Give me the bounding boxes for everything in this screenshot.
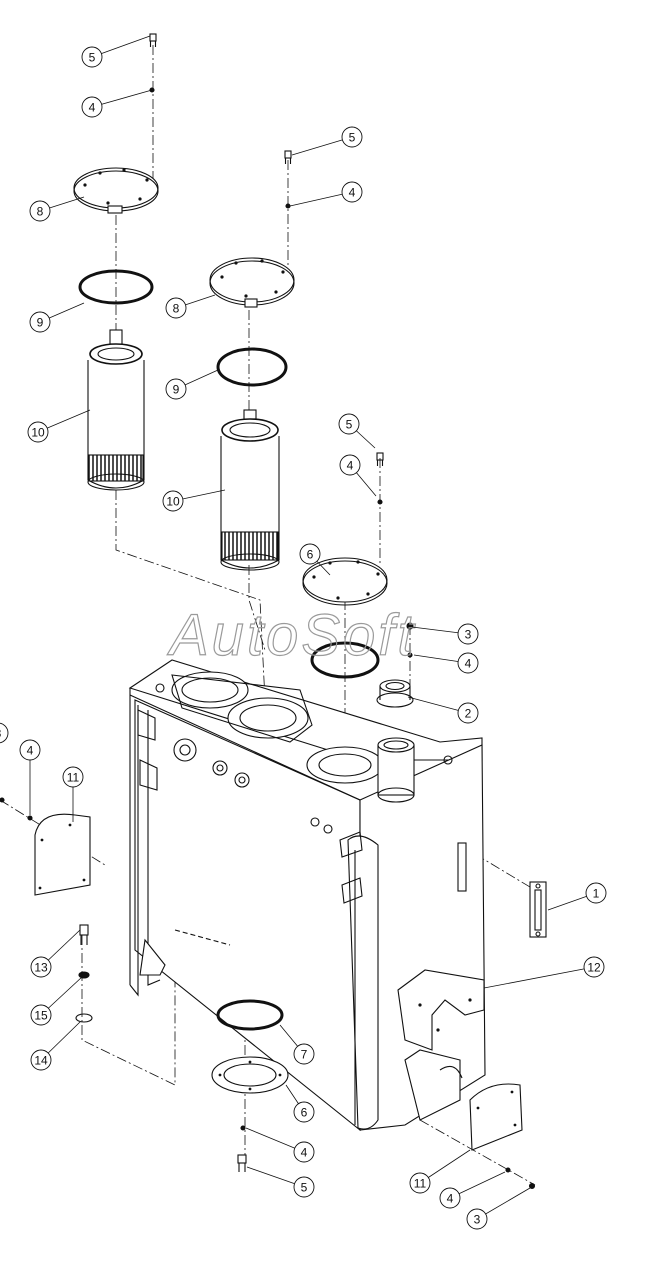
level-gauge-part-1 [529,881,547,938]
washer-part-4g [240,1125,246,1131]
cover-plate-part-8 [73,167,159,214]
side-cover-part-11b [469,1083,523,1151]
leader-line [245,1127,305,1153]
callout-label: 12 [587,961,601,975]
callout-label: 4 [465,657,472,671]
callout-label: 4 [349,186,356,200]
o-ring-part-7 [310,641,380,679]
callout-bubble-10: 10 [27,421,49,443]
callout-bubble-3: 3 [466,1208,488,1230]
washer-part-4e [27,815,33,821]
callout-label: 5 [89,51,96,65]
breather-cap-part-2 [376,679,414,708]
callout-bubble-15: 15 [30,1004,52,1026]
washer-part-4d [407,652,413,658]
callout-label: 1 [593,887,600,901]
callout-label: 8 [173,302,180,316]
callout-label: 4 [27,744,34,758]
callout-bubble-13: 13 [30,956,52,978]
bolt-part-5b [284,150,292,164]
callout-bubble-4: 4 [339,454,361,476]
callout-label: 4 [447,1192,454,1206]
callout-bubble-4: 4 [81,96,103,118]
callout-bubble-4: 4 [19,739,41,761]
callout-bubble-14: 14 [30,1049,52,1071]
callout-label: 9 [37,316,44,330]
callout-bubble-6: 6 [299,543,321,565]
callout-bubble-5: 5 [81,46,103,68]
leader-line [289,191,353,207]
callout-label: 4 [347,459,354,473]
callout-bubble-5: 5 [293,1176,315,1198]
callout-bubble-5: 5 [341,126,363,148]
washer-part-4f [505,1167,511,1173]
callout-label: 2 [465,707,472,721]
callout-bubble-4: 4 [293,1141,315,1163]
callout-label: 15 [34,1009,48,1023]
callout-label: 8 [37,205,44,219]
callout-bubble-3: 3 [0,722,9,744]
washer-part-14 [75,1013,93,1023]
callout-bubble-5: 5 [338,413,360,435]
callout-bubble-6: 6 [293,1101,315,1123]
callout-bubble-4: 4 [439,1187,461,1209]
callout-label: 4 [89,101,96,115]
callout-bubble-4: 4 [341,181,363,203]
callout-bubble-10: 10 [162,490,184,512]
o-ring-part-9 [78,269,154,305]
callout-group: 548910548910546342341111213151476451143 [0,46,607,1230]
callout-label: 3 [474,1213,481,1227]
watermark: AutoSoft [167,603,416,668]
filter-element-part-10b [220,409,280,571]
callout-bubble-11: 11 [409,1172,431,1194]
hydraulic-tank-part-12 [128,659,486,1132]
bolt-part-5d [237,1154,247,1172]
callout-label: 5 [349,131,356,145]
cover-plate-part-8b [209,257,295,308]
screw-part-3c [528,1182,536,1190]
callout-bubble-3: 3 [457,623,479,645]
o-ring-part-9b [216,347,288,387]
callout-label: 7 [301,1048,308,1062]
washer-part-15 [78,971,90,979]
callout-bubble-12: 12 [583,956,605,978]
callout-label: 10 [31,426,45,440]
callout-bubble-8: 8 [29,200,51,222]
callout-label: 3 [0,727,2,741]
leader-line [483,966,595,989]
callout-bubble-8: 8 [165,297,187,319]
callout-label: 5 [346,418,353,432]
callout-label: 9 [173,383,180,397]
screw-part-3b [0,797,5,803]
o-ring-part-7b [216,999,284,1031]
callout-label: 6 [301,1106,308,1120]
callout-label: 4 [301,1146,308,1160]
callout-bubble-2: 2 [457,702,479,724]
callout-bubble-11: 11 [62,766,84,788]
callout-bubble-4: 4 [457,652,479,674]
bolt-part-5c [376,452,384,466]
screw-part-3 [406,622,414,630]
callout-label: 11 [67,771,80,785]
callout-label: 6 [307,548,314,562]
callout-bubble-9: 9 [29,311,51,333]
bolt-part-5 [149,33,157,47]
callout-label: 13 [34,961,48,975]
callout-label: 11 [414,1177,427,1191]
callout-bubble-9: 9 [165,378,187,400]
bolt-part-13 [79,924,89,945]
washer-part-4c [377,499,383,505]
callout-label: 10 [166,495,180,509]
callout-label: 3 [465,628,472,642]
callout-bubble-1: 1 [585,882,607,904]
callout-label: 5 [301,1181,308,1195]
filter-element-part-10 [87,329,145,491]
flange-part-6b [211,1056,289,1094]
callout-bubble-7: 7 [293,1043,315,1065]
callout-label: 14 [34,1054,48,1068]
side-cover-part-11 [34,813,91,896]
washer-part-4b [285,203,291,209]
cover-plate-part-6 [302,557,388,606]
